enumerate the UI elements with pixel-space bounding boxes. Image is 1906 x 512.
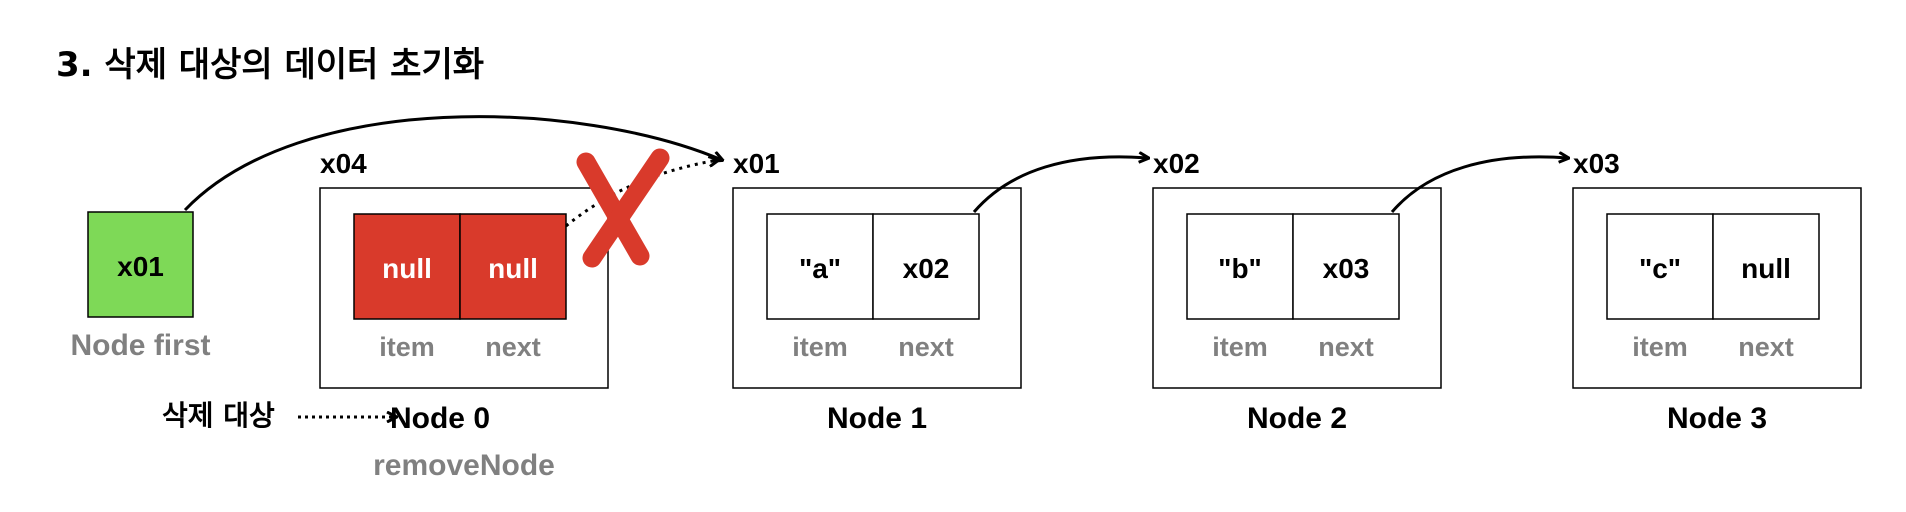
node-1-name: Node 1 <box>827 402 927 435</box>
first-pointer-box <box>87 211 194 318</box>
node-2-item-label: item <box>1212 332 1268 362</box>
node-0-next-label: next <box>485 332 541 362</box>
node-1-next-value: x02 <box>903 253 950 284</box>
node-0-next-cell <box>459 213 567 320</box>
node-0-item-label: item <box>379 332 435 362</box>
node-3-item-label: item <box>1632 332 1688 362</box>
node-1-item-value: "a" <box>799 253 841 284</box>
diagram-title: 3. 삭제 대상의 데이터 초기화 <box>56 45 484 85</box>
node-0-address: x04 <box>320 148 367 179</box>
node-3-item-value: "c" <box>1639 253 1681 284</box>
node-3-next-label: next <box>1738 332 1794 362</box>
node-0-item-cell <box>353 213 461 320</box>
delete-target-label: 삭제 대상 <box>162 399 275 432</box>
node-0-item-value: null <box>382 253 432 284</box>
first-pointer-label: Node first <box>70 329 210 362</box>
node-0: x04 null null item next Node 0 removeNod… <box>319 148 609 482</box>
node-2-item-cell <box>1186 213 1294 320</box>
node-1-item-cell <box>766 213 874 320</box>
node-1-next-label: next <box>898 332 954 362</box>
node-2-address: x02 <box>1153 148 1200 179</box>
cross-icon <box>576 148 670 268</box>
node-2: x02 "b" x03 item next Node 2 <box>1152 148 1442 435</box>
node-2-item-value: "b" <box>1218 253 1262 284</box>
node-0-name: Node 0 <box>390 402 490 435</box>
remove-node-label: removeNode <box>373 449 555 482</box>
node-2-next-label: next <box>1318 332 1374 362</box>
first-to-node1-arrow <box>183 115 722 212</box>
node1-to-node2-arrow <box>972 157 1148 213</box>
first-pointer: x01 Node first <box>70 211 211 362</box>
node-2-name: Node 2 <box>1247 402 1347 435</box>
node-1: x01 "a" x02 item next Node 1 <box>732 148 1022 435</box>
node-1-item-label: item <box>792 332 848 362</box>
node-3-next-value: null <box>1741 253 1791 284</box>
node-2-next-value: x03 <box>1323 253 1370 284</box>
node-1-next-cell <box>872 213 980 320</box>
node-3-name: Node 3 <box>1667 402 1767 435</box>
node-3-address: x03 <box>1573 148 1620 179</box>
first-pointer-value: x01 <box>117 251 164 282</box>
node-2-next-cell <box>1292 213 1400 320</box>
node2-to-node3-arrow <box>1390 157 1568 213</box>
node-3: x03 "c" null item next Node 3 <box>1572 148 1862 435</box>
node-3-item-cell <box>1606 213 1714 320</box>
node-3-next-cell <box>1712 213 1820 320</box>
node-0-next-value: null <box>488 253 538 284</box>
node-1-address: x01 <box>733 148 780 179</box>
